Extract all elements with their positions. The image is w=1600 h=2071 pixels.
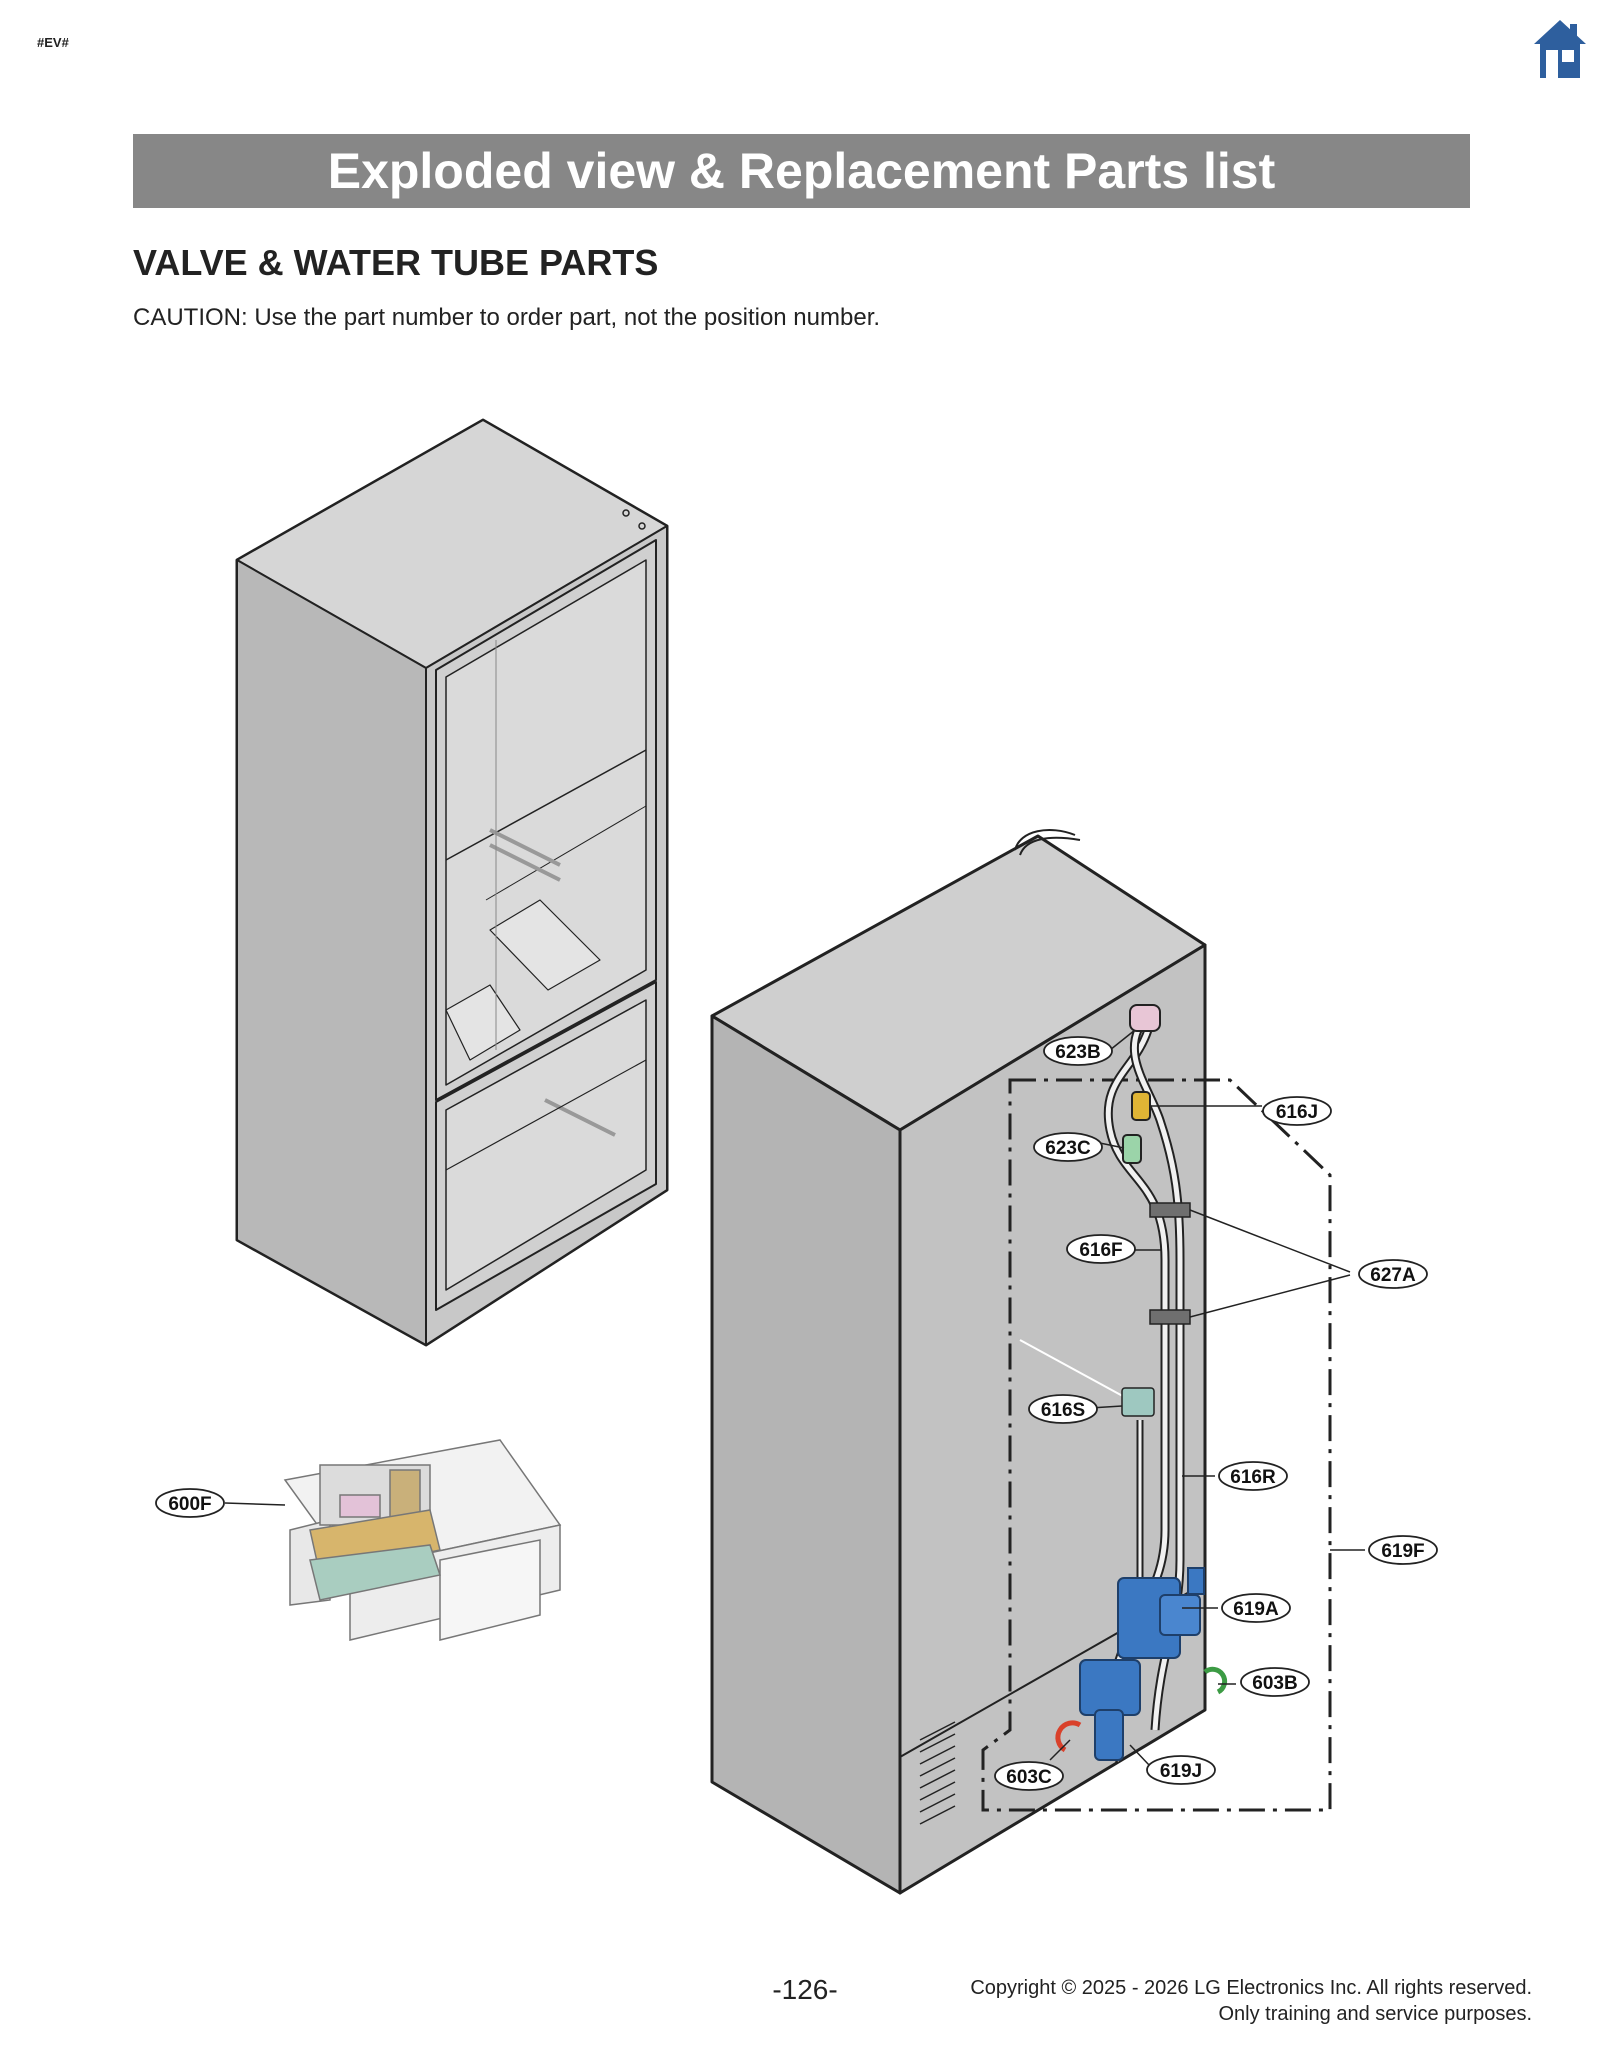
callout-603B: 603B — [1240, 1667, 1310, 1697]
fitting-623C — [1122, 1134, 1142, 1164]
clamp-627A — [1149, 1202, 1191, 1325]
callout-616F: 616F — [1066, 1234, 1136, 1264]
svg-text:619A: 619A — [1233, 1599, 1279, 1620]
svg-text:623C: 623C — [1045, 1138, 1091, 1159]
clip-603B — [1203, 1666, 1228, 1695]
svg-text:616S: 616S — [1041, 1400, 1085, 1421]
copyright-line-1: Copyright © 2025 - 2026 LG Electronics I… — [970, 1977, 1532, 1999]
callout-600F: 600F — [155, 1488, 225, 1518]
callout-619F: 619F — [1368, 1535, 1438, 1565]
refrigerator-front-view — [235, 418, 669, 1347]
home-icon[interactable] — [1532, 18, 1588, 80]
callout-616J: 616J — [1262, 1096, 1332, 1126]
valve-619A — [1117, 1567, 1205, 1659]
section-title: VALVE & WATER TUBE PARTS — [133, 242, 659, 283]
svg-text:619J: 619J — [1160, 1761, 1202, 1782]
callout-616S: 616S — [1028, 1394, 1098, 1424]
callout-616R: 616R — [1218, 1461, 1288, 1491]
sensor-616S — [1121, 1387, 1155, 1417]
banner-title: Exploded view & Replacement Parts list — [327, 143, 1276, 199]
assembly-boundary — [981, 1078, 1332, 1812]
callout-619A: 619A — [1221, 1593, 1291, 1623]
callout-623B: 623B — [1043, 1036, 1113, 1066]
copyright-notice: Copyright © 2025 - 2026 LG Electronics I… — [970, 1975, 1532, 2027]
callout-619J: 619J — [1146, 1755, 1216, 1785]
page-number: -126- — [772, 1974, 838, 2005]
svg-text:603C: 603C — [1006, 1767, 1052, 1788]
svg-text:600F: 600F — [168, 1494, 211, 1515]
svg-text:616J: 616J — [1276, 1102, 1318, 1123]
refrigerator-rear-view — [710, 829, 1207, 1895]
module-600F — [283, 1439, 562, 1641]
valve-619J — [1079, 1659, 1141, 1761]
connector-623B — [1129, 1004, 1161, 1032]
callout-627A: 627A — [1358, 1259, 1428, 1289]
callout-623C: 623C — [1033, 1132, 1103, 1162]
clip-603C — [1055, 1720, 1082, 1753]
document-tag: #EV# — [37, 35, 69, 50]
svg-text:623B: 623B — [1055, 1042, 1100, 1063]
svg-text:616R: 616R — [1230, 1467, 1276, 1488]
svg-text:616F: 616F — [1079, 1240, 1122, 1261]
page-banner: Exploded view & Replacement Parts list — [133, 134, 1470, 208]
svg-text:603B: 603B — [1252, 1673, 1297, 1694]
svg-text:619F: 619F — [1381, 1541, 1424, 1562]
svg-text:627A: 627A — [1370, 1265, 1416, 1286]
callout-603C: 603C — [994, 1761, 1064, 1791]
copyright-line-2: Only training and service purposes. — [1218, 2003, 1533, 2025]
caution-text: CAUTION: Use the part number to order pa… — [133, 304, 881, 331]
fitting-616J — [1131, 1091, 1151, 1121]
